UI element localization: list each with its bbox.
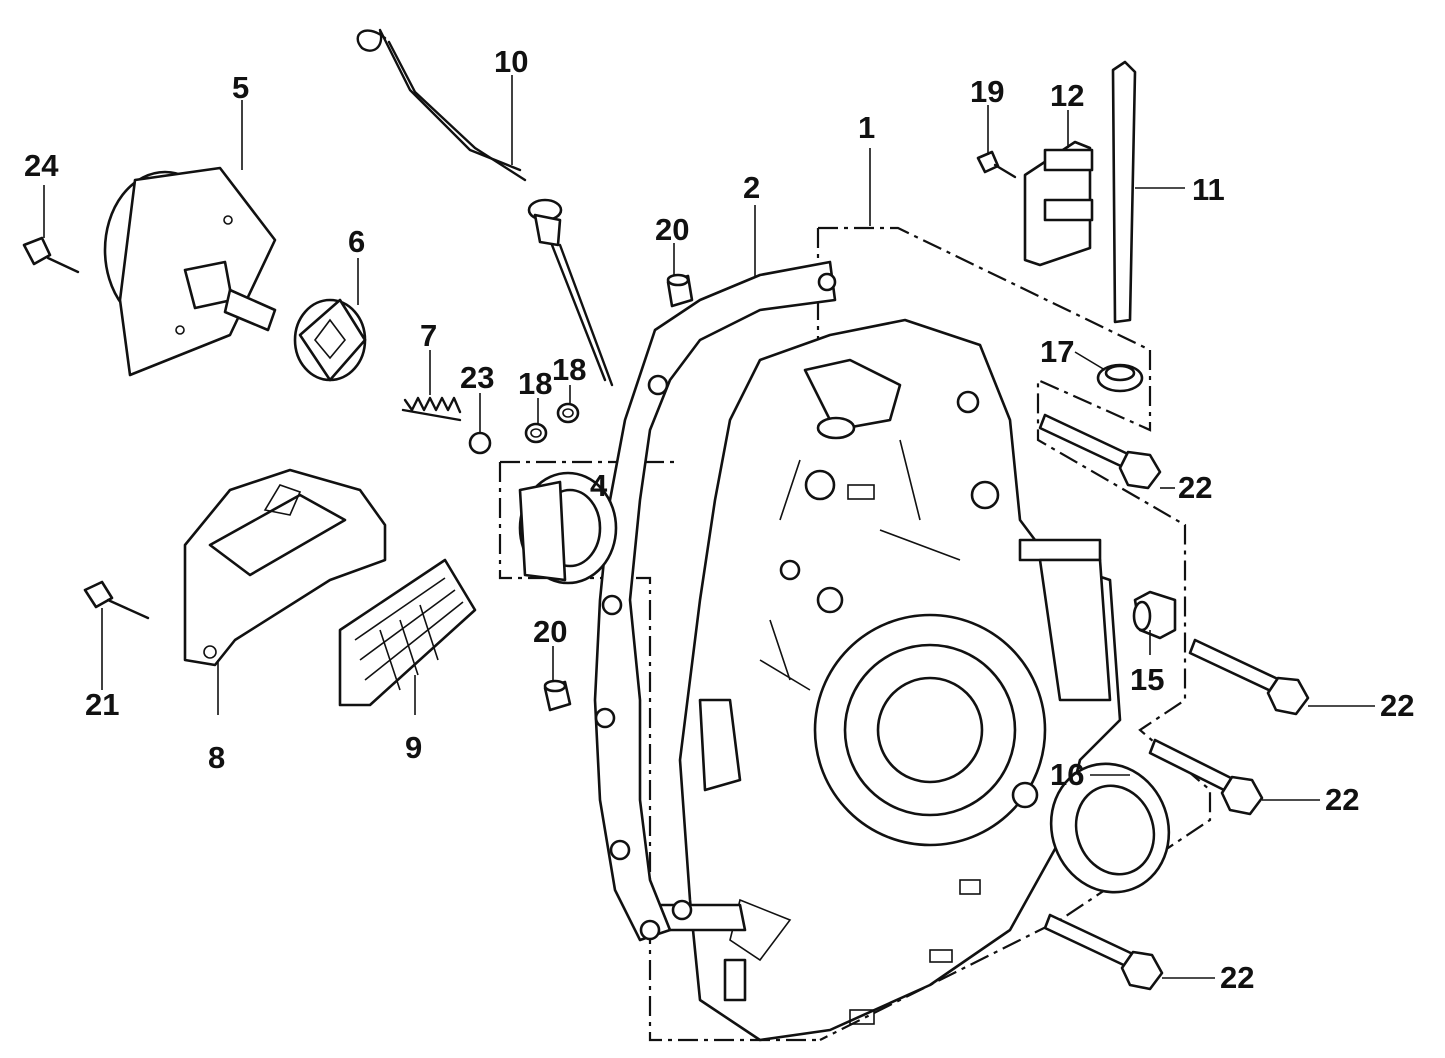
relief-spring-7 <box>401 396 462 422</box>
callout-labels: 1 2 4 5 6 7 8 9 10 11 12 15 16 17 18 18 … <box>24 44 1414 995</box>
washer-17 <box>1096 363 1144 393</box>
callout-16: 16 <box>1050 757 1084 792</box>
callout-20b: 20 <box>533 614 567 649</box>
oil-strainer-8 <box>183 468 387 667</box>
bolt-22a <box>1038 413 1162 490</box>
assembly-outline-seal <box>498 460 820 1042</box>
o-ring-18b <box>556 402 580 424</box>
leader-lines <box>43 75 1375 979</box>
bolt-24 <box>22 236 80 274</box>
o-ring-18a <box>524 422 548 444</box>
oil-seal-4 <box>518 471 618 585</box>
gasket <box>593 260 837 942</box>
bolt-22b <box>1188 638 1310 716</box>
callout-6: 6 <box>348 224 365 259</box>
callout-2: 2 <box>743 170 760 205</box>
callout-12: 12 <box>1050 78 1084 113</box>
callout-10: 10 <box>494 44 528 79</box>
callout-11: 11 <box>1192 172 1225 207</box>
oil-pump-rotor-6 <box>293 298 367 382</box>
drain-plug-15 <box>1132 590 1177 640</box>
callout-22d: 22 <box>1220 960 1254 995</box>
callout-19: 19 <box>970 74 1004 109</box>
bolt-21 <box>83 580 150 620</box>
callout-24: 24 <box>24 148 59 183</box>
callout-22a: 22 <box>1178 470 1212 505</box>
dowel-pin-20a <box>666 273 694 308</box>
oil-seal-16 <box>1049 762 1171 894</box>
callout-4: 4 <box>590 468 608 503</box>
crankcase-cover <box>648 318 1122 1042</box>
callout-22c: 22 <box>1325 782 1359 817</box>
bolt-22d <box>1043 913 1164 991</box>
callout-8: 8 <box>208 740 225 775</box>
guide-rod-11 <box>1111 60 1137 324</box>
bolt-22c <box>1148 738 1264 816</box>
oil-screen-9 <box>338 558 477 707</box>
bolt-19 <box>976 150 1017 179</box>
callout-17: 17 <box>1040 334 1074 369</box>
callout-15: 15 <box>1130 662 1164 697</box>
callout-1: 1 <box>858 110 875 145</box>
callout-18a: 18 <box>518 366 552 401</box>
callout-5: 5 <box>232 70 249 105</box>
callout-18b: 18 <box>552 352 586 387</box>
dipstick-10 <box>356 28 614 387</box>
callout-9: 9 <box>405 730 422 765</box>
callout-20a: 20 <box>655 212 689 247</box>
oil-pump-gear-5 <box>103 166 277 377</box>
bracket-12 <box>1023 140 1094 267</box>
callout-22b: 22 <box>1380 688 1414 723</box>
callout-7: 7 <box>420 318 437 353</box>
ball-23 <box>468 431 492 455</box>
dowel-pin-20b <box>543 679 572 712</box>
callout-21: 21 <box>85 687 119 722</box>
callout-23: 23 <box>460 360 494 395</box>
